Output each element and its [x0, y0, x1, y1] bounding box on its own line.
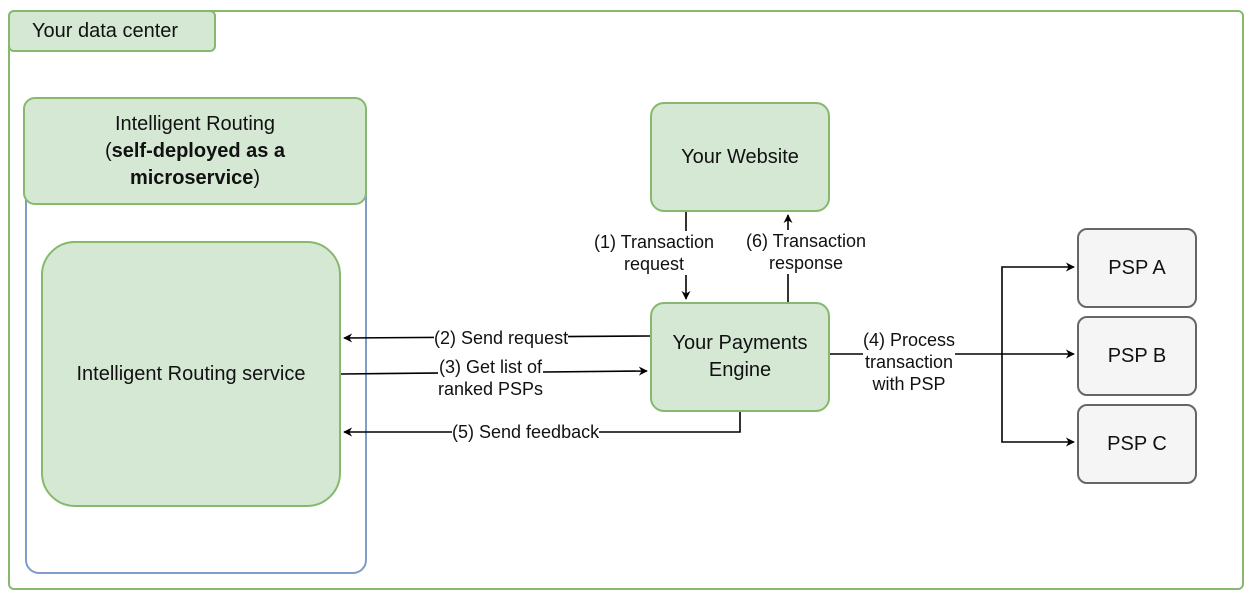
step-3-line2: ranked PSPs [438, 379, 544, 399]
step-6-line1: (6) Transaction [746, 231, 867, 251]
arrow-process-psp-a [1001, 262, 1075, 354]
payments-engine-label-line2: Engine [708, 359, 772, 381]
psp-a-label: PSP A [1108, 256, 1166, 279]
step-1-line2: request [624, 254, 685, 274]
step-4-line3: with PSP [872, 374, 946, 394]
data-center-frame [8, 10, 1244, 590]
step-1-label: (1) Transaction request [594, 231, 715, 275]
psp-b-label: PSP B [1107, 344, 1167, 367]
step-6-line2: response [769, 253, 844, 273]
step-3-label: (3) Get list of ranked PSPs [438, 356, 544, 400]
intelligent-routing-service-label: Intelligent Routing service [76, 362, 306, 385]
data-center-label: Your data center [8, 10, 216, 52]
open-paren: ( [104, 139, 112, 162]
website-box[interactable]: Your Website [650, 102, 830, 212]
step-6-label: (6) Transaction response [746, 230, 867, 274]
payments-engine-box[interactable]: Your Payments Engine [650, 302, 830, 412]
step-4-line1: (4) Process [863, 330, 956, 350]
psp-b-box[interactable]: PSP B [1077, 316, 1197, 396]
close-paren: ) [253, 166, 261, 189]
psp-c-box[interactable]: PSP C [1077, 404, 1197, 484]
step-4-label: (4) Process transaction with PSP [863, 329, 956, 395]
intelligent-routing-title: Intelligent Routing [114, 112, 276, 135]
intelligent-routing-subtitle-line2: microservice) [130, 165, 260, 192]
psp-a-box[interactable]: PSP A [1077, 228, 1197, 308]
payments-engine-label: Your Payments Engine [673, 330, 808, 384]
step-3-line1: (3) Get list of [439, 357, 543, 377]
payments-engine-label-line1: Your Payments [672, 332, 808, 354]
deployment-note-bold-2: microservice [129, 166, 254, 189]
psp-c-label: PSP C [1107, 432, 1167, 455]
intelligent-routing-subtitle-line1: (self-deployed as a [105, 138, 285, 165]
step-1-line1: (1) Transaction [594, 232, 715, 252]
intelligent-routing-header: Intelligent Routing (self-deployed as a … [23, 97, 367, 205]
website-label: Your Website [681, 145, 799, 168]
step-4-line2: transaction [864, 352, 954, 372]
step-5-label: (5) Send feedback [452, 421, 600, 443]
intelligent-routing-service-box[interactable]: Intelligent Routing service [41, 241, 341, 507]
step-2-label: (2) Send request [434, 327, 569, 349]
deployment-note-bold-1: self-deployed as a [111, 139, 286, 162]
arrow-process-psp-c [1001, 354, 1075, 447]
